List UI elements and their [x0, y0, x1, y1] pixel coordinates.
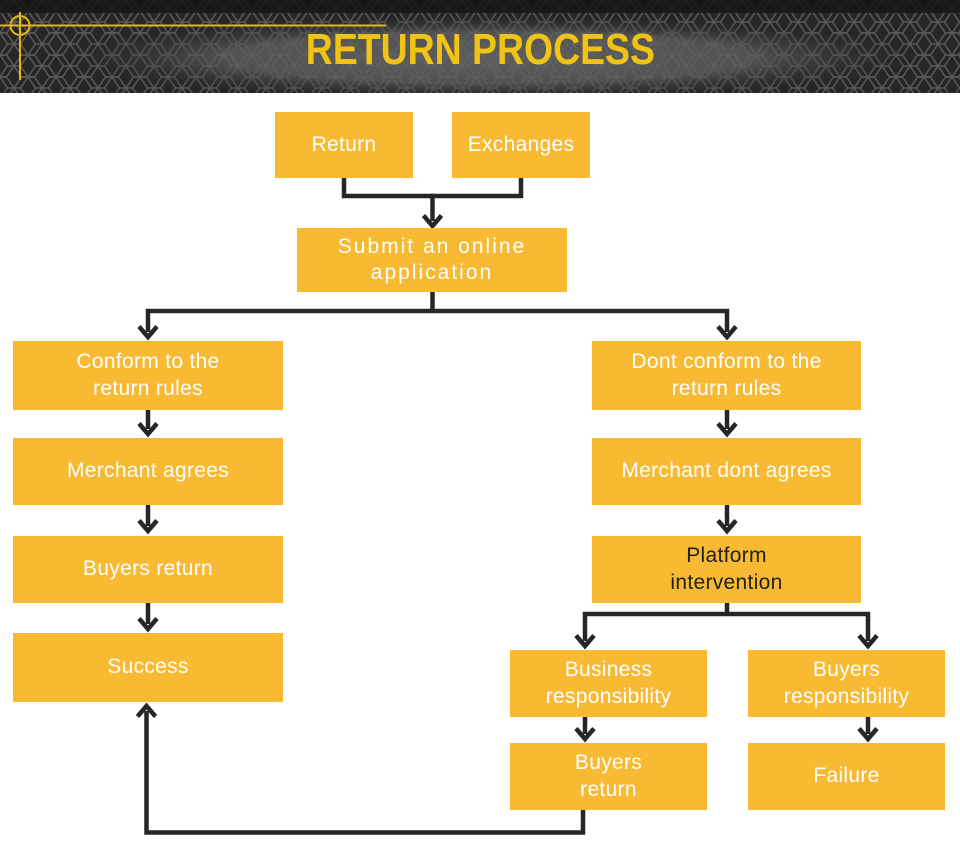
node-submit-application: Submit an online application: [297, 228, 567, 292]
node-label: Dont conform to the return rules: [631, 350, 822, 400]
node-label: Buyers return: [83, 557, 213, 581]
page-title: RETURN PROCESS: [305, 25, 655, 74]
node-buyers-return-bottom: Buyers return: [510, 743, 707, 810]
node-dont-conform-rules: Dont conform to the return rules: [592, 341, 861, 410]
node-label: Failure: [813, 764, 880, 788]
node-success: Success: [13, 633, 283, 702]
node-business-responsibility: Business responsibility: [510, 650, 707, 717]
node-label: Merchant agrees: [66, 459, 230, 483]
node-merchant-dont-agrees: Merchant dont agrees: [592, 438, 861, 505]
node-buyers-responsibility: Buyers responsibility: [748, 650, 945, 717]
header-background: [0, 0, 960, 93]
node-label: Merchant dont agrees: [621, 459, 832, 483]
node-return: Return: [275, 112, 413, 178]
node-label: Success: [107, 655, 189, 679]
node-label: Return: [311, 132, 377, 156]
slide-header: RETURN PROCESS: [0, 0, 960, 93]
node-platform-intervention: Platform intervention: [592, 536, 861, 603]
node-buyers-return-left: Buyers return: [13, 536, 283, 603]
node-label: Exchanges: [467, 132, 575, 156]
node-failure: Failure: [748, 743, 945, 810]
node-label: Business responsibility: [545, 658, 672, 708]
node-label: Buyers responsibility: [783, 658, 910, 708]
node-label: Submit an online application: [337, 234, 527, 284]
crosshair-ornament-icon: [0, 12, 386, 80]
node-merchant-agrees: Merchant agrees: [13, 438, 283, 505]
node-label: Buyers return: [574, 751, 643, 801]
node-exchanges: Exchanges: [452, 112, 590, 178]
node-label: Conform to the return rules: [76, 350, 220, 400]
node-conform-rules: Conform to the return rules: [13, 341, 283, 410]
node-label: Platform intervention: [670, 544, 783, 594]
